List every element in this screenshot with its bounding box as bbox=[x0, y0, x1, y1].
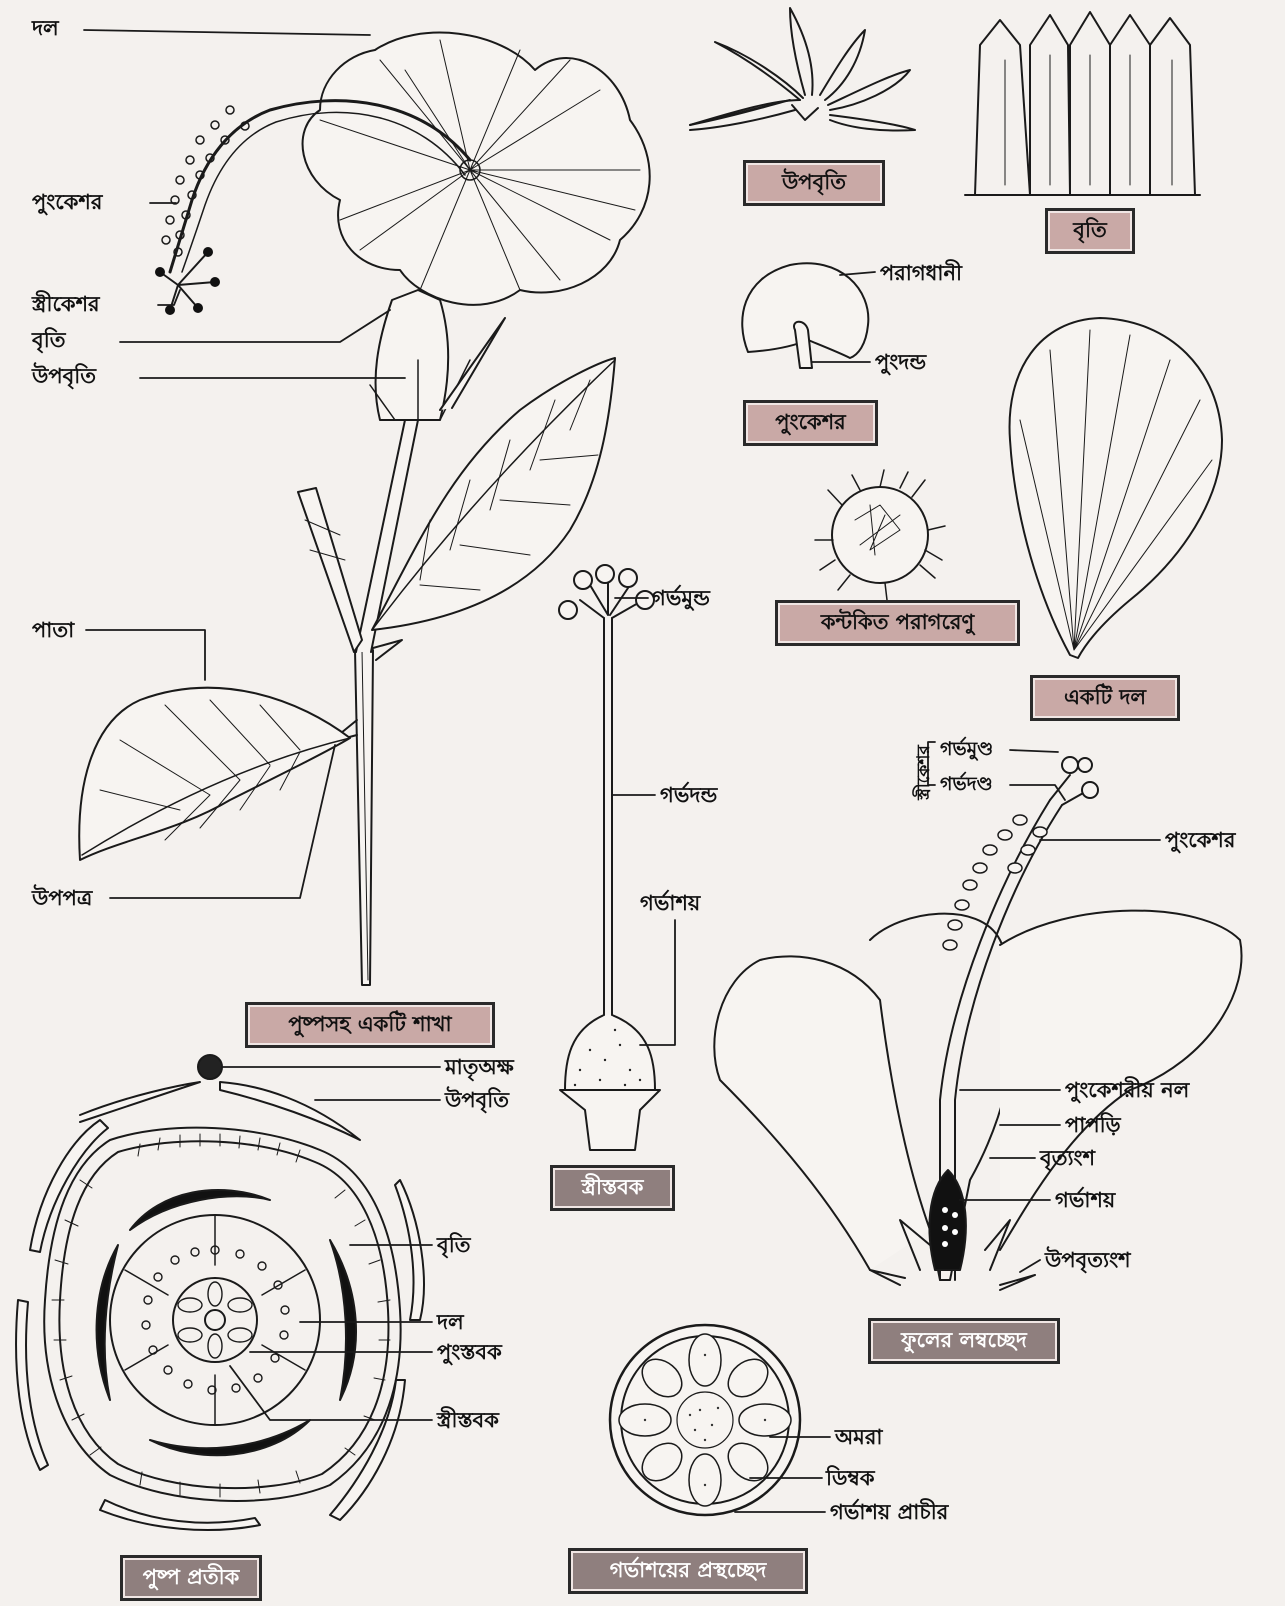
floral-diagram-caption: পুষ্প প্রতীক bbox=[120, 1555, 262, 1601]
petal-label: দল bbox=[32, 18, 59, 39]
side-branch bbox=[298, 488, 362, 652]
gynoecium-caption: স্ত্রীস্তবক bbox=[550, 1165, 675, 1211]
ovary-wall-label: গর্ভাশয় প্রাচীর bbox=[830, 1502, 948, 1523]
staminal-tube-label: পুংকেশরীয় নল bbox=[1065, 1080, 1189, 1101]
ls-stigma-label: গর্ভমুণ্ড bbox=[940, 740, 993, 759]
mother-axis-dot bbox=[198, 1055, 222, 1079]
fd-petal-label: দল bbox=[437, 1312, 464, 1333]
fd-epicalyx-label: উপবৃতি bbox=[445, 1090, 509, 1111]
calyx-shape bbox=[376, 290, 449, 420]
main-stem bbox=[355, 650, 373, 985]
fd-androecium-label: পুংস্তবক bbox=[437, 1342, 502, 1363]
anther-label: পরাগধানী bbox=[880, 263, 962, 284]
style-label: গর্ভদন্ড bbox=[660, 785, 717, 806]
calyx-detail-drawing bbox=[965, 12, 1200, 195]
ovule-label: ডিম্বক bbox=[826, 1468, 875, 1489]
pistil-bracket-label: স্ত্রীকেশর bbox=[916, 745, 933, 800]
branch-caption: পুষ্পসহ একটি শাখা bbox=[245, 1002, 495, 1048]
stipule-shape bbox=[373, 640, 402, 660]
pollen-caption: কন্টকিত পরাগরেণু bbox=[775, 600, 1020, 646]
ovary-tsection-drawing bbox=[610, 1325, 800, 1515]
leaf-label: পাতা bbox=[32, 620, 74, 641]
pistil-label: স্ত্রীকেশর bbox=[32, 294, 100, 315]
ls-calyx-label: বৃত্যংশ bbox=[1040, 1148, 1095, 1169]
stipule-label: উপপত্র bbox=[32, 888, 92, 909]
filament-label: পুংদন্ড bbox=[875, 352, 926, 373]
lower-leaf bbox=[79, 688, 350, 860]
placenta-label: অমরা bbox=[835, 1427, 883, 1448]
floral-diagram-drawing bbox=[16, 1055, 424, 1530]
ls-style-label: গর্ভদণ্ড bbox=[940, 775, 993, 794]
ls-stamen-label: পুংকেশর bbox=[1165, 830, 1235, 851]
petal-caption: একটি দল bbox=[1030, 675, 1180, 721]
gynoecium-detail-drawing bbox=[559, 565, 675, 1150]
fd-gynoecium-label: স্ত্রীস্তবক bbox=[437, 1410, 499, 1431]
calyx-label: বৃতি bbox=[32, 330, 65, 351]
ovary-tsection-caption: গর্ভাশয়ের প্রস্থচ্ছেদ bbox=[568, 1548, 808, 1594]
pollen-detail-drawing bbox=[815, 470, 945, 600]
ls-ovary-label: গর্ভাশয় bbox=[1055, 1190, 1115, 1211]
ls-petal-label: পাপড়ি bbox=[1065, 1115, 1121, 1136]
mother-axis-label: মাতৃঅক্ষ bbox=[445, 1057, 514, 1078]
fd-calyx-label: বৃতি bbox=[437, 1235, 470, 1256]
stamen-label: পুংকেশর bbox=[32, 192, 102, 213]
petal-detail-drawing bbox=[1010, 318, 1222, 658]
calyx-caption: বৃতি bbox=[1045, 208, 1135, 254]
ls-epicalyx-label: উপবৃত্যংশ bbox=[1045, 1250, 1131, 1271]
branch-drawing bbox=[79, 33, 649, 985]
epicalyx-caption: উপবৃতি bbox=[743, 160, 885, 206]
stamen-detail-drawing bbox=[742, 263, 875, 368]
stamen-caption: পুংকেশর bbox=[743, 400, 878, 446]
epicalyx-detail-drawing bbox=[690, 8, 915, 131]
epicalyx-label: উপবৃতি bbox=[32, 366, 96, 387]
lsection-drawing bbox=[714, 742, 1241, 1290]
corolla-shape bbox=[303, 33, 650, 305]
lsection-caption: ফুলের লম্বচ্ছেদ bbox=[868, 1318, 1060, 1364]
stigma-label: গর্ভমুন্ড bbox=[652, 588, 710, 609]
ovary-label: গর্ভাশয় bbox=[640, 893, 700, 914]
